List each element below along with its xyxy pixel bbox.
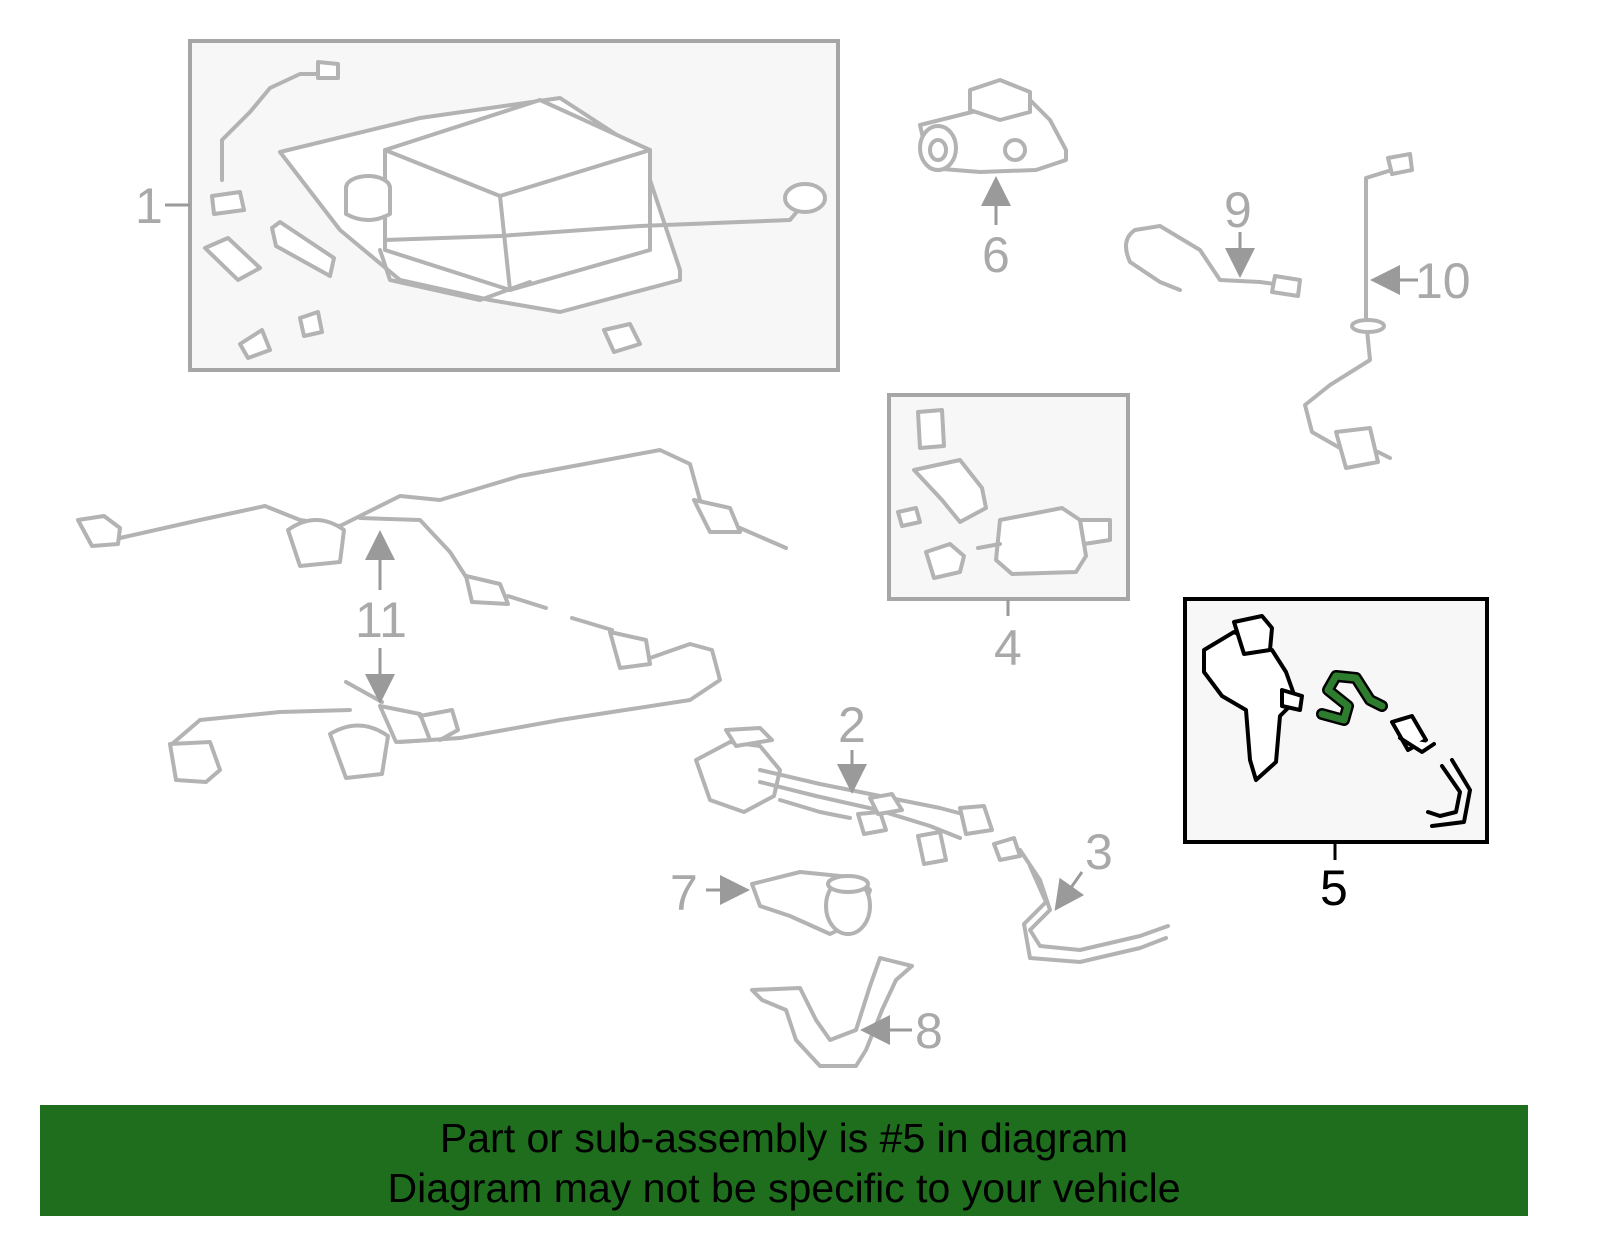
part-7-valve[interactable] [750,870,872,936]
part-6-valve[interactable] [918,78,1068,174]
callout-8: 8 [915,1003,943,1059]
part-8-bracket[interactable] [750,956,914,1068]
part-11-wire-harness[interactable] [76,448,788,784]
callout-1: 1 [135,178,163,234]
part-4-solenoid-kit[interactable] [887,393,1130,601]
callout-3: 3 [1085,824,1113,880]
part-5-vsv-assembly[interactable] [1183,597,1489,844]
banner-line-1: Part or sub-assembly is #5 in diagram [439,1115,1129,1161]
part-1-canister-assembly[interactable] [188,39,840,372]
part-10-sensor[interactable] [1303,152,1414,470]
callout-5: 5 [1320,860,1348,916]
callout-2: 2 [838,697,866,753]
callout-9: 9 [1224,182,1252,238]
callout-4: 4 [994,620,1022,676]
info-banner: Part or sub-assembly is #5 in diagram Di… [40,1105,1528,1216]
callout-11: 11 [355,592,407,648]
part-2-tube-assembly[interactable] [694,726,994,866]
callout-6: 6 [982,227,1010,283]
banner-line-2: Diagram may not be specific to your vehi… [387,1165,1181,1211]
callout-10: 10 [1415,253,1471,309]
part-9-sensor[interactable] [1124,224,1302,298]
callout-7: 7 [670,865,698,921]
part-3-hose[interactable] [992,836,1170,964]
